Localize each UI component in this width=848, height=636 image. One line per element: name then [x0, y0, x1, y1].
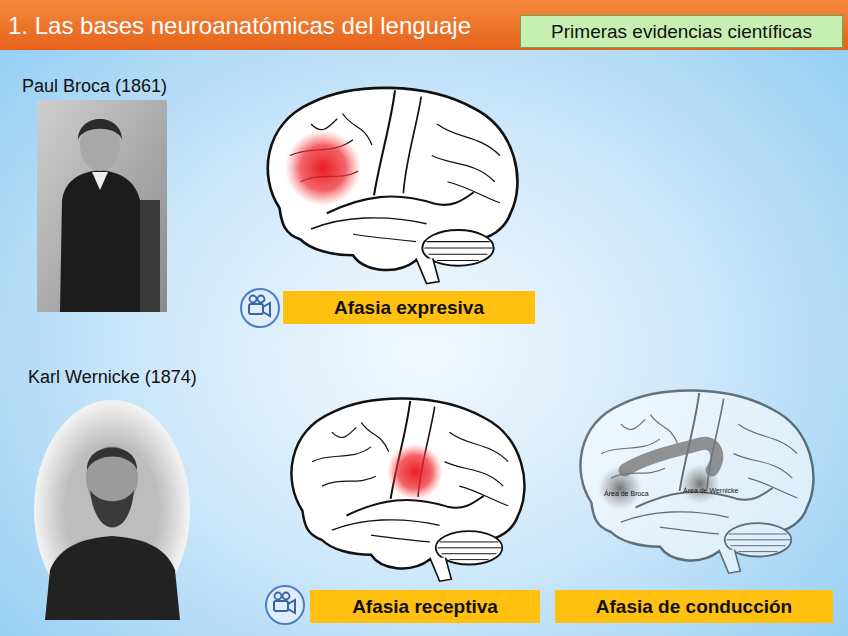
- person-name: Karl Wernicke (1874): [28, 367, 197, 388]
- box-text: Afasia expresiva: [334, 297, 484, 319]
- box-text: Primeras evidencias científicas: [551, 21, 812, 43]
- aphasia-box: Afasia de conducción: [555, 590, 833, 623]
- section-tag: Primeras evidencias científicas: [520, 15, 843, 48]
- aphasia-box: Afasia expresiva: [283, 291, 535, 324]
- person-name: Paul Broca (1861): [22, 76, 167, 97]
- area-label: Área de Broca: [604, 490, 649, 497]
- slide-title: 1. Las bases neuroanatómicas del lenguaj…: [8, 12, 471, 40]
- box-text: Afasia receptiva: [352, 596, 498, 618]
- box-text: Afasia de conducción: [596, 596, 792, 618]
- aphasia-box: Afasia receptiva: [310, 590, 540, 623]
- area-label: Área de Wernicke: [683, 487, 739, 494]
